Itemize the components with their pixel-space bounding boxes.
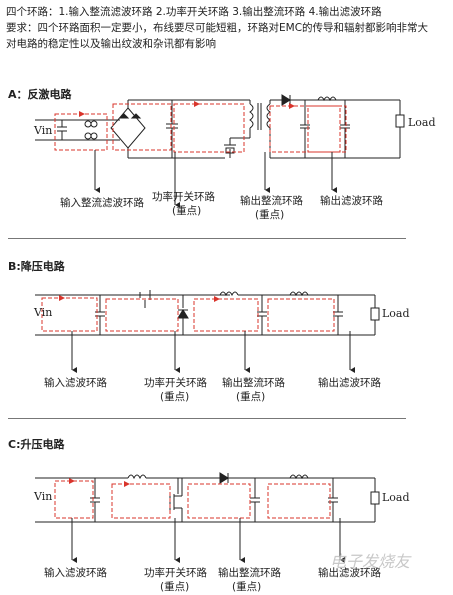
boost-callout-arrows — [71, 518, 345, 563]
section-b-label-output: 输出滤波环路 — [318, 377, 381, 389]
boost-circuit — [35, 472, 380, 523]
section-c-label-output: 输出滤波环路 — [318, 567, 381, 579]
section-c-vin: Vin — [34, 490, 53, 503]
watermark: 电子发烧友 — [330, 552, 411, 571]
section-a-label-input: 输入整流滤波环路 — [60, 197, 144, 209]
boost-loops — [54, 478, 331, 519]
section-b-load: Load — [382, 307, 410, 320]
buck-loops — [41, 295, 335, 332]
section-a-vin: Vin — [34, 124, 53, 137]
section-c-label-switch: 功率开关环路 — [144, 567, 207, 579]
intro-line-3: 对电路的稳定性以及输出纹波和杂讯都有影响 — [6, 38, 216, 50]
section-c-label-input: 输入滤波环路 — [44, 567, 107, 579]
section-c-load: Load — [382, 491, 410, 504]
buck-circuit — [35, 290, 380, 336]
flyback-callout-arrows — [94, 150, 337, 208]
section-b-label-switch: 功率开关环路 — [144, 377, 207, 389]
section-a-load: Load — [408, 116, 436, 129]
section-b-label-input: 输入滤波环路 — [44, 377, 107, 389]
section-c-label-rectifier: 输出整流环路 — [218, 567, 281, 579]
section-a-label-switch: 功率开关环路 — [152, 191, 215, 203]
flyback-loops — [54, 101, 347, 153]
section-c-label-rectifier-note: (重点) — [232, 581, 262, 593]
divider-2 — [8, 418, 406, 419]
section-c-title: C:升压电路 — [8, 438, 65, 451]
section-a-label-rectifier: 输出整流环路 — [240, 195, 303, 207]
section-b-label-rectifier: 输出整流环路 — [222, 377, 285, 389]
section-b-label-rectifier-note: (重点) — [236, 391, 266, 403]
section-b-vin: Vin — [34, 306, 53, 319]
section-c-label-switch-note: (重点) — [160, 581, 190, 593]
intro-line-2: 要求：四个环路面积一定要小，布线要尽可能短粗，环路对EMC的传导和辐射都影响非常… — [6, 22, 429, 34]
section-a-title: A：反激电路 — [8, 88, 72, 101]
section-b-title: B:降压电路 — [8, 260, 65, 273]
section-a-label-output: 输出滤波环路 — [320, 195, 383, 207]
section-b-label-switch-note: (重点) — [160, 391, 190, 403]
flyback-circuit — [35, 94, 405, 159]
intro-text: 四个环路：1.输入整流滤波环路 2.功率开关环路 3.输出整流环路 4.输出滤波… — [6, 4, 446, 52]
section-a-label-switch-note: (重点) — [172, 205, 202, 217]
intro-line-1: 四个环路：1.输入整流滤波环路 2.功率开关环路 3.输出整流环路 4.输出滤波… — [6, 6, 382, 18]
section-a-label-rectifier-note: (重点) — [255, 209, 285, 221]
divider-1 — [8, 238, 406, 239]
buck-callout-arrows — [71, 331, 355, 373]
